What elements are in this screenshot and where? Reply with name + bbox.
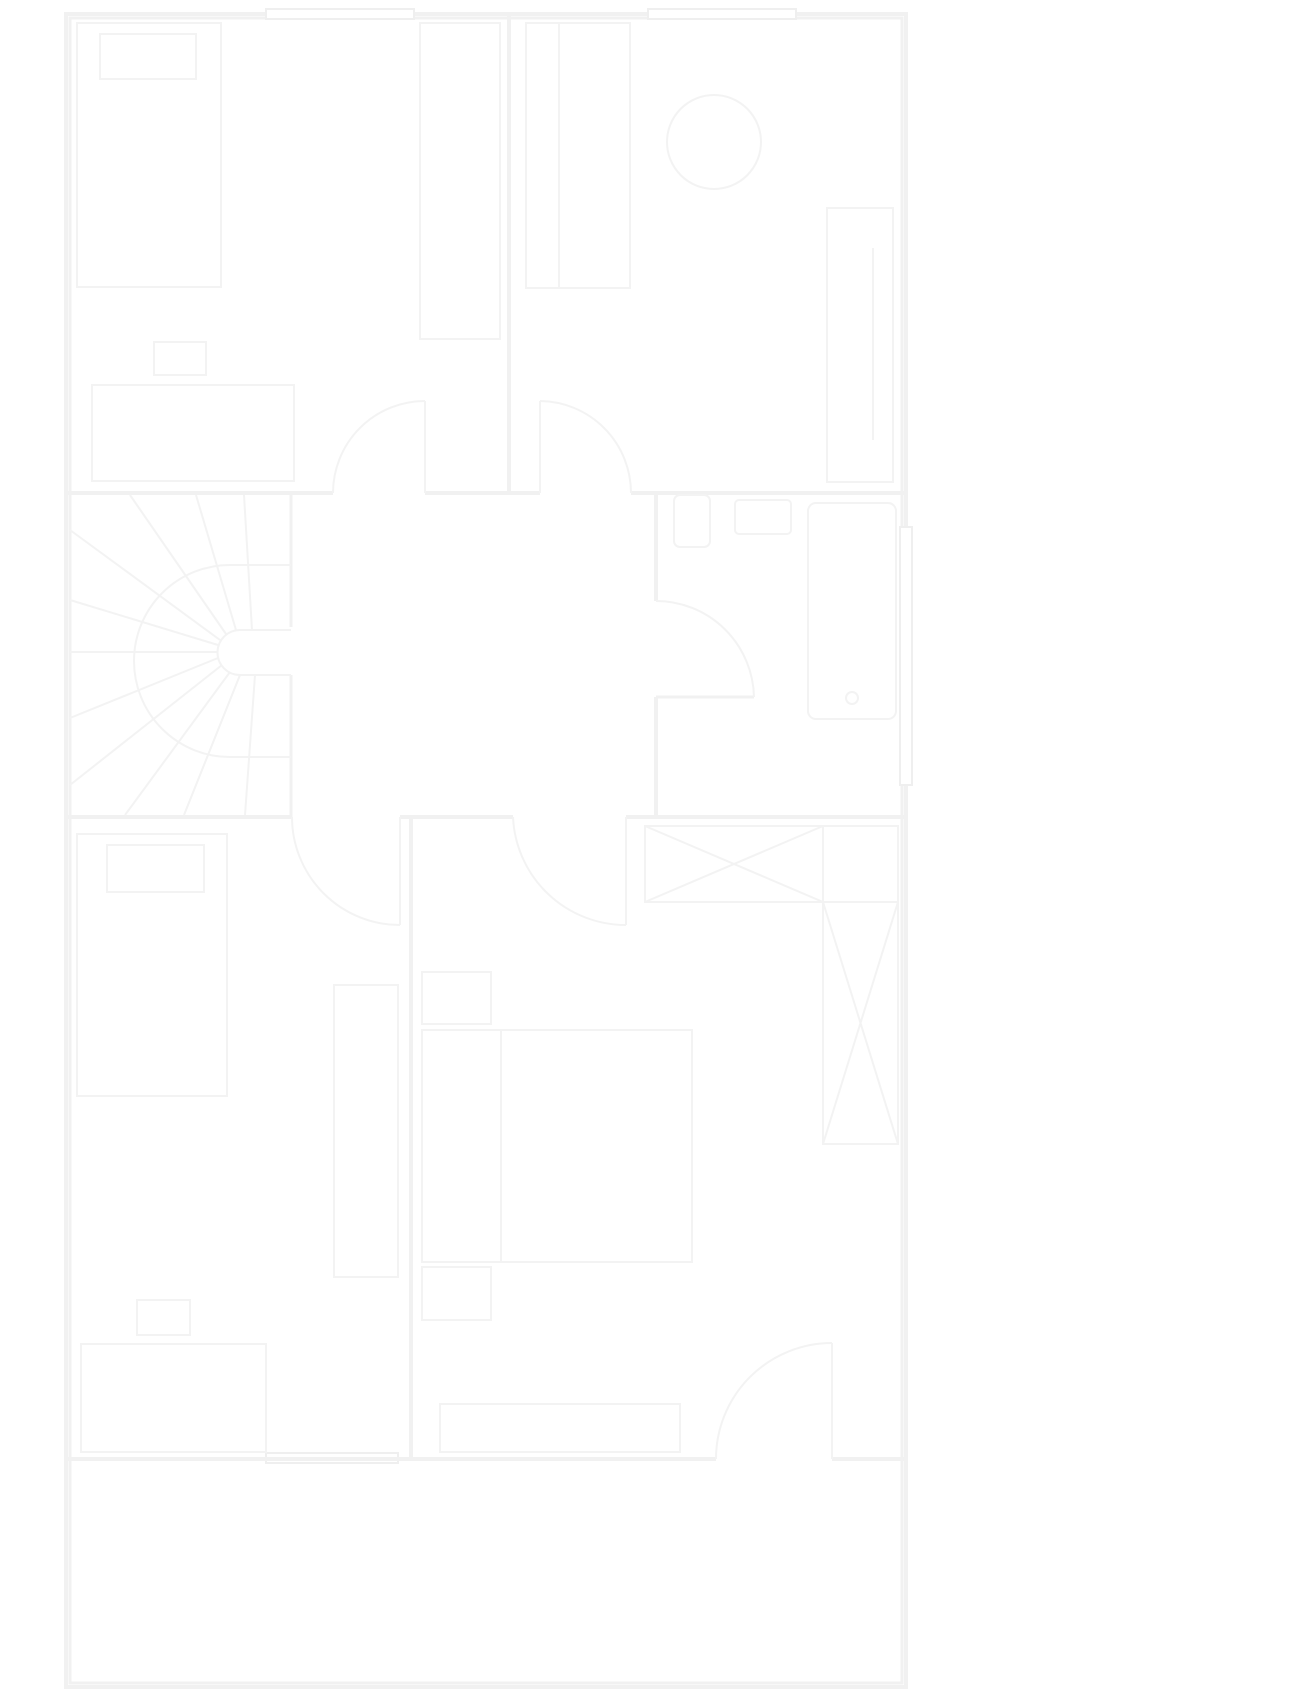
exterior-wall [64,12,908,1689]
desk [80,1343,267,1453]
stair-tread [69,664,223,786]
exterior-wall-inner [68,16,904,1685]
door-swing-lower-left [291,816,401,926]
room-lower-left-furniture [76,833,399,1453]
closet-top-cross [644,825,824,903]
window-right [899,526,913,786]
stair-tread [69,529,221,641]
room-top-right-furniture [525,22,894,483]
stair-tread [69,657,219,719]
sofa [826,207,894,483]
stair-tread [183,674,241,816]
chair [153,341,207,376]
closet-right [822,825,899,1145]
bed [76,22,222,288]
bathroom-fixtures [673,494,897,720]
closet-right-cross [822,901,899,1145]
room-lower-right-furniture [421,825,899,1453]
stair-tread [129,494,227,635]
sink [734,499,792,535]
toilet [673,494,711,548]
door-swing-bath [655,600,755,698]
door-swing-bottom [715,1342,833,1460]
dresser [439,1403,681,1453]
stair-tread [195,494,237,631]
double-bed [421,1029,693,1263]
wardrobe [419,22,501,340]
stair-tread [69,599,219,646]
desk [91,384,295,482]
pillow [106,844,205,893]
staircase [69,494,291,816]
stair-tread [244,674,256,816]
shelf [525,22,631,289]
stair-inner-curve [216,629,291,676]
bathtub-drain [845,691,859,705]
exterior-walls [64,12,908,1689]
pillow [99,33,197,80]
stair-tread [124,671,231,816]
bed [76,833,228,1097]
wardrobe [333,984,399,1278]
window-top-left [265,8,415,20]
door-swing-lower-right [512,816,627,927]
windows [265,8,913,1464]
nightstand [421,1266,492,1321]
closet-top [644,825,899,903]
chair [136,1299,191,1336]
doors [291,400,833,1460]
stair-tread [243,494,253,631]
interior-walls [66,14,906,1461]
window-top-right [647,8,797,20]
door-swing-top-left [332,400,426,494]
nightstand [421,971,492,1025]
round-table [666,94,762,190]
bathtub [807,502,897,720]
stair-outer-curve [133,564,291,758]
room-top-left-furniture [76,22,501,482]
door-swing-top-right [539,400,632,494]
